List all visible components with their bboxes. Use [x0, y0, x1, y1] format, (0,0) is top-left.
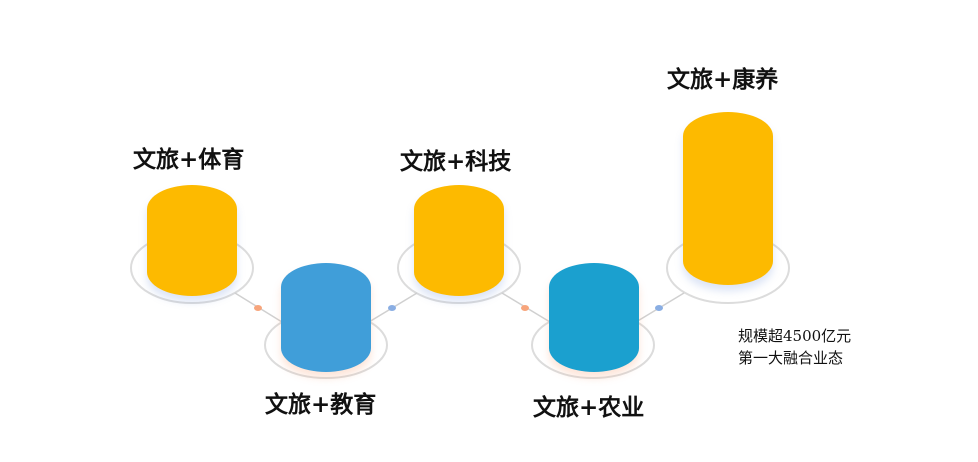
- note-line-1: 规模超4500亿元: [738, 327, 852, 345]
- connector-dot: [388, 305, 396, 311]
- connector-dot: [254, 305, 262, 311]
- connector-dot: [521, 305, 529, 311]
- label-wellness: 文旅+康养: [667, 66, 779, 93]
- note-line-2: 第一大融合业态: [738, 349, 844, 367]
- annotation-note: 规模超4500亿元 第一大融合业态: [738, 325, 851, 369]
- cylinder-wellness: [683, 112, 773, 285]
- label-agriculture: 文旅+农业: [533, 394, 645, 421]
- label-sports: 文旅+体育: [133, 146, 245, 173]
- label-technology: 文旅+科技: [400, 148, 512, 175]
- cylinder-education: [281, 263, 371, 372]
- connector-dot: [655, 305, 663, 311]
- cylinder-technology: [414, 185, 504, 296]
- label-education: 文旅+教育: [265, 391, 377, 418]
- cylinder-sports: [147, 185, 237, 296]
- cylinder-agriculture: [549, 263, 639, 372]
